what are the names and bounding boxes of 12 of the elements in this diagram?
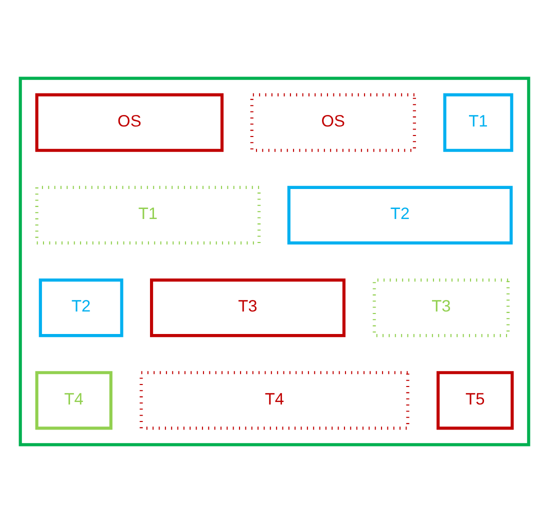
node-box: T1 [443,93,514,152]
node-box: OS [250,93,416,152]
node-box: T2 [38,278,124,338]
node-box: T1 [35,186,261,245]
node-box: T2 [287,186,513,245]
node-box: T4 [140,371,410,430]
node-box: T3 [372,278,510,338]
cluster [18,76,530,446]
node-box: OS [35,93,224,152]
node-box: T4 [35,371,112,430]
node-box: T5 [436,371,514,430]
node-box: T3 [150,278,346,338]
